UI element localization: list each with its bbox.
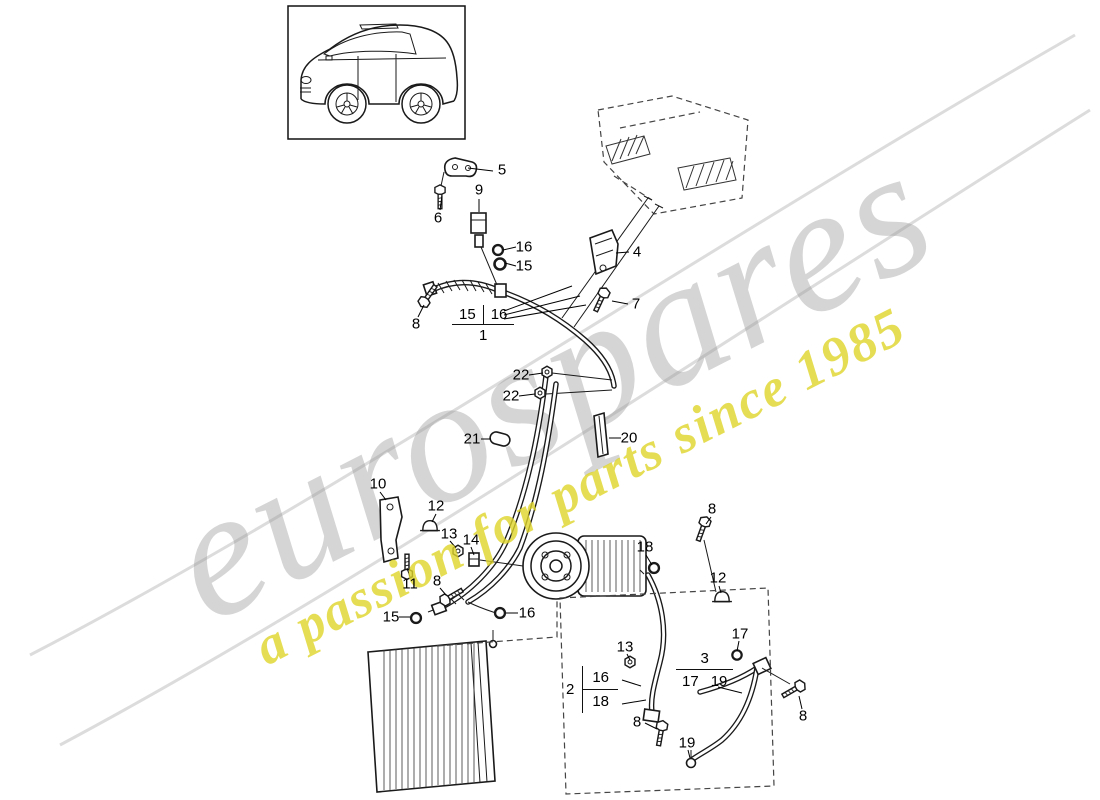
callout-8: 8 [707,500,717,518]
hose-assembly-lower [639,539,791,769]
callout-19: 19 [678,734,696,752]
callout-4: 4 [632,243,642,261]
callout-16: 16 [515,238,533,256]
callout-10: 10 [369,475,387,493]
callout-17: 17 [731,625,749,643]
compressor [479,532,647,600]
callout-8: 8 [632,713,642,731]
construction-lines [436,587,775,795]
callout-8: 8 [411,315,421,333]
part-group-3: 3 17 19 [676,650,734,690]
callout-12: 12 [709,569,727,587]
group3-ref: 3 [700,650,709,667]
callout-18: 18 [636,538,654,556]
callout-5: 5 [497,161,507,179]
callout-12: 12 [427,497,445,515]
vehicle-box [287,5,466,140]
callout-15: 15 [515,257,533,275]
callout-22: 22 [512,366,530,384]
callout-8: 8 [432,572,442,590]
part-group-1: 15 16 1 [452,305,515,344]
callout-7: 7 [631,295,641,313]
callout-21: 21 [463,430,481,448]
callout-16: 16 [518,604,536,622]
callout-22: 22 [502,387,520,405]
group1-ref: 1 [479,327,488,344]
group2-part-a: 16 [592,669,610,686]
callout-14: 14 [462,531,480,549]
callout-11: 11 [402,575,418,593]
condenser [367,630,498,793]
vehicle-illustration [300,23,459,124]
refrigerant-lines [427,373,559,616]
callout-20: 20 [620,429,638,447]
callout-9: 9 [474,181,484,199]
leader-lines [379,167,803,759]
part-group-2: 2 16 18 [566,666,619,713]
group1-part-b: 16 [482,305,515,324]
callout-13: 13 [440,525,458,543]
group3-part-b: 19 [710,673,728,690]
group1-part-a: 15 [459,306,476,323]
callout-8: 8 [798,707,808,725]
group2-ref: 2 [566,681,575,698]
group3-part-a: 17 [682,673,699,690]
callout-6: 6 [433,209,443,227]
group2-part-b: 18 [583,689,619,713]
callout-15: 15 [382,608,400,626]
callout-13: 13 [616,638,634,656]
small-parts [379,157,809,748]
hvac-housing [597,95,749,215]
